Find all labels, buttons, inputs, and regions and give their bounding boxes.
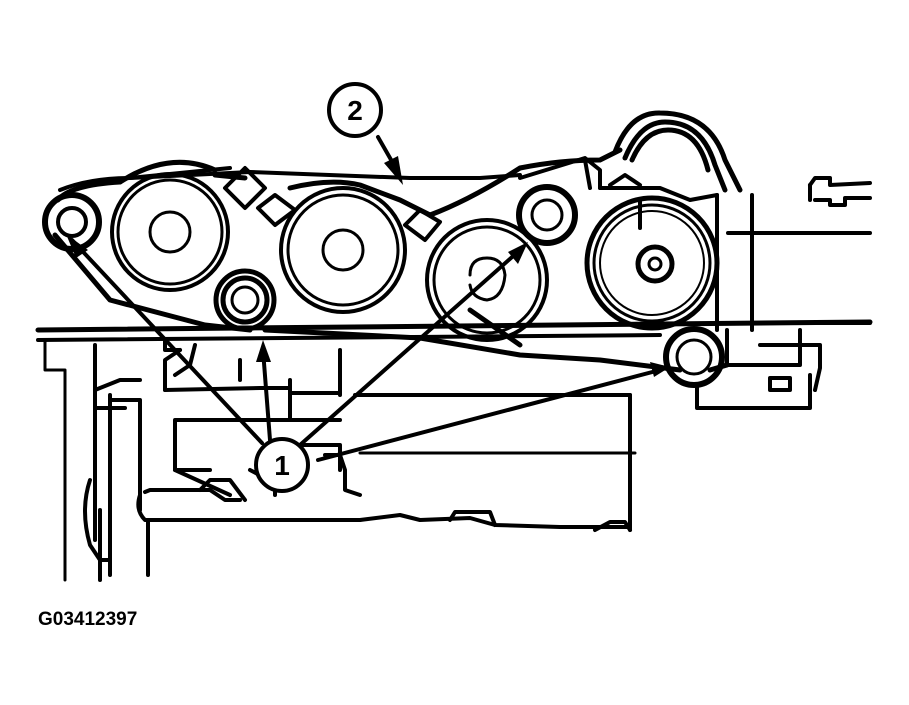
figure-code: G03412397 xyxy=(38,609,138,630)
upper-housing xyxy=(58,156,719,242)
callout-1-arrowheads xyxy=(66,234,670,377)
pulley-idler-left xyxy=(42,192,102,252)
pulley-idler-upper-right xyxy=(516,184,578,246)
callout-2-arrowhead xyxy=(384,156,403,185)
pulley-b xyxy=(279,186,407,314)
callout-1-label: 1 xyxy=(274,450,290,481)
pulley-idler-lower-right xyxy=(663,326,725,388)
callout-1-leaders xyxy=(70,238,662,462)
callout-2-label: 2 xyxy=(347,95,363,126)
engine-housing xyxy=(35,176,873,582)
callout-1-bubble xyxy=(254,437,310,493)
drive-belt xyxy=(52,110,743,373)
pulley-d xyxy=(584,195,720,331)
pulley-idler-lower-center xyxy=(213,268,277,332)
pulley-c xyxy=(425,218,549,342)
pulley-a xyxy=(110,172,230,292)
callout-2-bubble xyxy=(327,82,383,138)
